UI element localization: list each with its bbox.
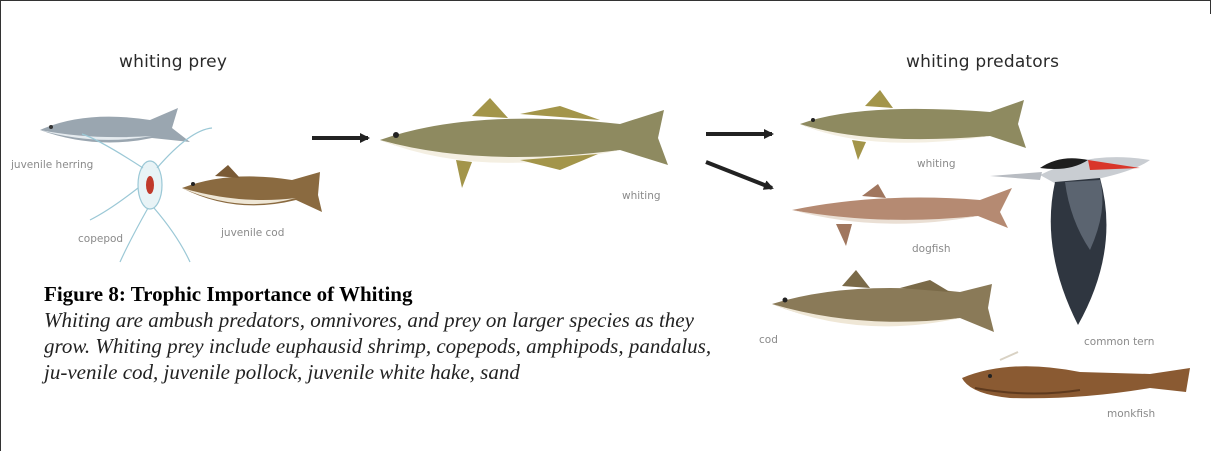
common-tern-illustration xyxy=(990,157,1150,325)
juvenile-cod-illustration xyxy=(182,165,322,212)
cod-illustration xyxy=(772,270,994,332)
label-copepod: copepod xyxy=(78,233,123,245)
label-whiting-predator: whiting xyxy=(917,158,956,170)
label-juvenile-herring: juvenile herring xyxy=(11,159,93,171)
label-juvenile-cod: juvenile cod xyxy=(221,227,284,239)
whiting-predator-illustration xyxy=(800,90,1026,160)
label-common-tern: common tern xyxy=(1084,336,1154,348)
dogfish-illustration xyxy=(792,184,1012,246)
label-monkfish: monkfish xyxy=(1107,408,1155,420)
caption-title: Figure 8: Trophic Importance of Whiting xyxy=(44,282,724,307)
label-dogfish: dogfish xyxy=(912,243,951,255)
whiting-center-illustration xyxy=(380,98,668,188)
label-whiting-center: whiting xyxy=(622,190,661,202)
figure-caption: Figure 8: Trophic Importance of Whiting … xyxy=(44,282,724,385)
arrow-whiting-to-dogfish xyxy=(706,162,772,188)
monkfish-illustration xyxy=(962,352,1190,398)
juvenile-herring-illustration xyxy=(40,108,190,143)
label-cod: cod xyxy=(759,334,778,346)
caption-body: Whiting are ambush predators, omnivores,… xyxy=(44,307,716,385)
